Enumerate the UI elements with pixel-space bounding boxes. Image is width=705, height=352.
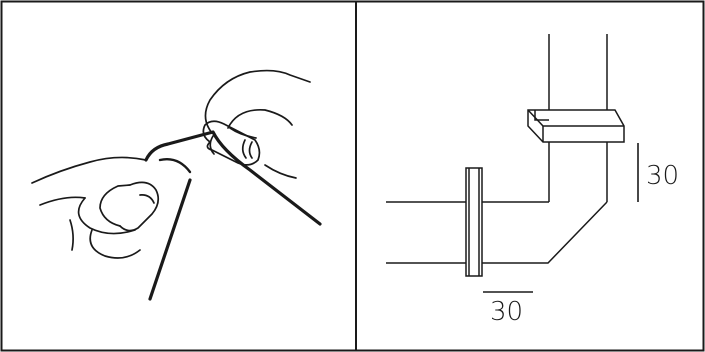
- panel-left-hand-bending: [32, 71, 320, 299]
- strip-lower-leg: [150, 180, 190, 299]
- left-thumb: [120, 182, 158, 230]
- strip-bottom-edge: [386, 202, 607, 263]
- left-fingers: [79, 198, 135, 234]
- panel-right-clip-placement: [386, 34, 638, 292]
- horizontal-dimension-label: 30: [490, 297, 523, 327]
- left-forearm-top: [32, 157, 146, 183]
- bent-strip: [146, 132, 320, 299]
- vertical-dimension-label: 30: [646, 161, 679, 191]
- left-forearm-bottom: [40, 197, 85, 205]
- left-thumb-base: [100, 185, 130, 226]
- left-palm-line: [70, 220, 73, 250]
- left-thumbnail: [140, 195, 154, 203]
- post-clip: [528, 110, 624, 142]
- right-thumb-crease-1: [243, 140, 246, 158]
- right-thumb-crease-2: [250, 142, 253, 158]
- left-hand: [32, 157, 158, 258]
- strip-clip: [466, 168, 482, 276]
- strip-fold-edge: [160, 159, 190, 172]
- right-palm-edge: [265, 165, 296, 178]
- right-hand-knuckles: [228, 110, 292, 128]
- right-hand: [203, 71, 310, 178]
